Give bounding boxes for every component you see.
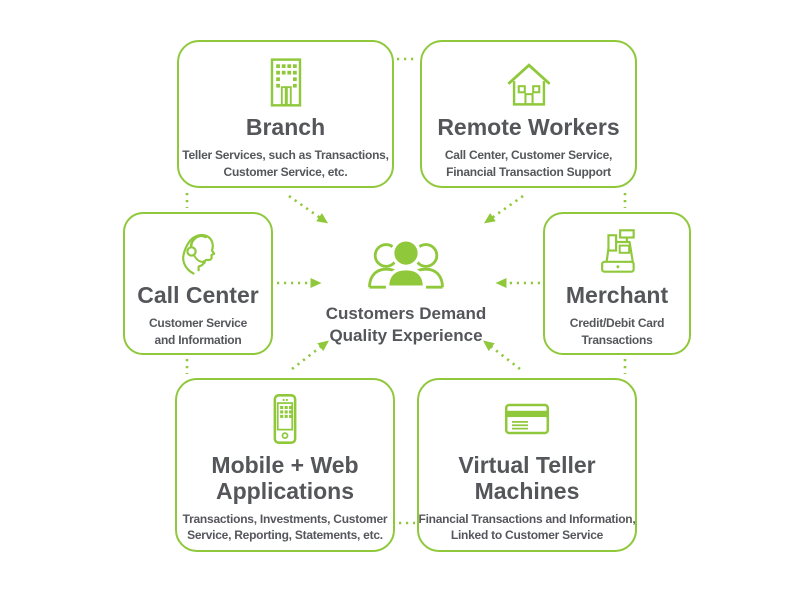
node-branch: Branch Teller Services, such as Transact… <box>177 40 394 188</box>
description-line: Transactions <box>581 332 653 347</box>
center-title-line: Customers Demand <box>325 304 487 323</box>
node-title: Mobile + Web Applications <box>211 452 359 504</box>
node-title: Call Center <box>137 282 259 308</box>
node-description: Teller Services, such as Transactions, C… <box>182 147 389 181</box>
description-line: Customer Service, etc. <box>223 164 348 179</box>
node-description: Credit/Debit Card Transactions <box>569 315 665 349</box>
node-title: Branch <box>245 114 326 140</box>
node-title: Remote Workers <box>437 114 620 140</box>
description-line: Credit/Debit Card <box>569 315 665 330</box>
description-line: Service, Reporting, Statements, etc. <box>187 528 383 543</box>
credit-card-icon <box>504 403 550 435</box>
node-merchant: Merchant Credit/Debit Card Transactions <box>543 212 691 355</box>
description-line: Transactions, Investments, Customer <box>182 511 388 526</box>
node-virtual-teller-machines: Virtual Teller Machines Financial Transa… <box>417 378 637 552</box>
node-description: Financial Transactions and Information, … <box>419 511 636 545</box>
node-remote-workers: Remote Workers Call Center, Customer Ser… <box>420 40 637 188</box>
node-description: Transactions, Investments, Customer Serv… <box>183 511 388 545</box>
node-call-center: Call Center Customer Service and Informa… <box>123 212 273 355</box>
node-title: Virtual Teller Machines <box>458 452 596 504</box>
center-title: Customers Demand Quality Experience <box>326 303 487 347</box>
house-icon <box>506 63 551 106</box>
center-message: Customers Demand Quality Experience <box>321 228 491 347</box>
building-icon <box>270 58 301 107</box>
customers-group-icon <box>368 238 444 289</box>
node-mobile-web-applications: Mobile + Web Applications Transactions, … <box>175 378 395 552</box>
description-line: and Information <box>154 332 242 347</box>
description-line: Teller Services, such as Transactions, <box>182 147 389 162</box>
arrow-branch-to-center <box>288 194 329 224</box>
arrow-remote-workers-to-center <box>483 194 524 224</box>
smartphone-icon <box>273 394 297 444</box>
description-line: Financial Transaction Support <box>446 164 611 179</box>
description-line: Call Center, Customer Service, <box>444 147 613 162</box>
description-line: Linked to Customer Service <box>450 528 604 543</box>
description-line: Customer Service <box>148 315 248 330</box>
node-description: Customer Service and Information <box>149 315 247 349</box>
node-description: Call Center, Customer Service, Financial… <box>444 147 613 181</box>
cash-register-icon <box>601 229 635 273</box>
headset-agent-icon <box>182 233 216 275</box>
node-title: Merchant <box>565 282 669 308</box>
description-line: Financial Transactions and Information, <box>418 511 636 526</box>
center-title-line: Quality Experience <box>329 325 483 345</box>
